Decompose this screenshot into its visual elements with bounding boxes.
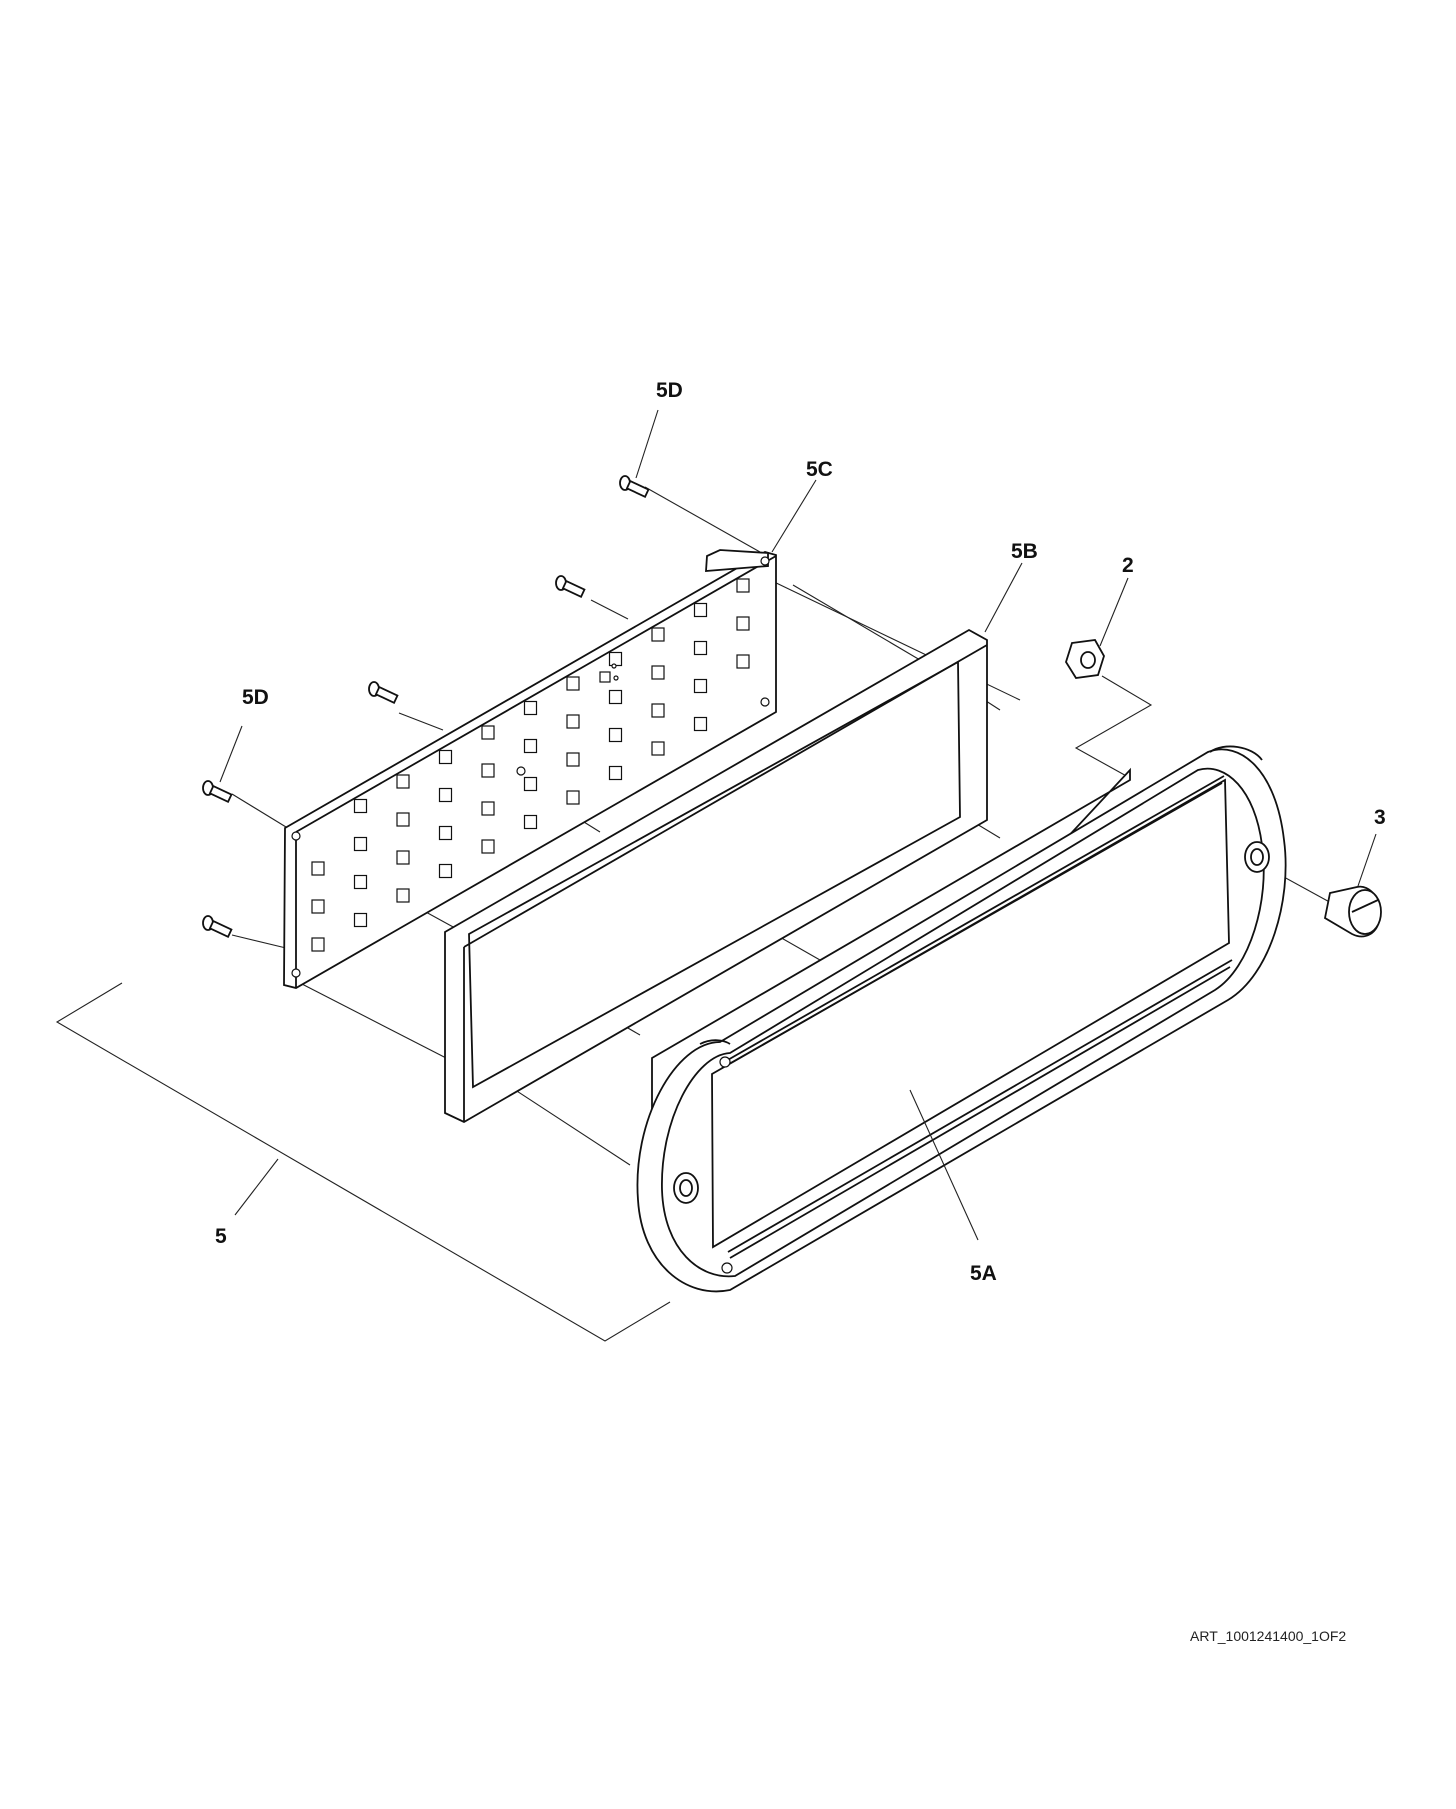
led-chip	[651, 627, 665, 642]
led-grid	[311, 578, 750, 952]
led-chip	[736, 578, 750, 593]
led-chip	[651, 665, 665, 680]
led-chip	[481, 801, 495, 816]
callout-5a: 5A	[970, 1262, 997, 1285]
led-chip	[438, 787, 453, 803]
lens-housing-5a	[636, 745, 1287, 1293]
callout-3: 3	[1374, 806, 1386, 829]
led-chip	[311, 937, 325, 952]
callout-5: 5	[215, 1225, 227, 1248]
led-chip	[566, 714, 580, 729]
art-id-label: ART_1001241400_1OF2	[1190, 1628, 1346, 1644]
led-chip	[566, 676, 580, 691]
screw-3	[1323, 833, 1382, 938]
led-chip	[353, 836, 368, 852]
led-chip	[481, 763, 495, 778]
callout-5d-left: 5D	[242, 686, 269, 709]
led-chip	[693, 640, 708, 656]
screw-5d-c	[368, 681, 399, 704]
led-chip	[396, 774, 410, 789]
screw-5d-e	[202, 915, 233, 938]
assembly-bracket	[55, 982, 671, 1342]
callout-5b: 5B	[1011, 540, 1038, 563]
led-chip	[651, 703, 665, 718]
gasket-5b	[444, 628, 988, 1124]
led-chip	[523, 814, 538, 830]
led-chip	[608, 727, 623, 743]
led-chip	[311, 861, 325, 876]
led-chip	[481, 725, 495, 740]
led-chip	[693, 716, 708, 732]
led-chip	[523, 700, 538, 716]
led-chip	[651, 741, 665, 756]
led-chip	[693, 602, 708, 618]
led-chip	[523, 776, 538, 792]
led-chip	[566, 752, 580, 767]
led-chip	[481, 839, 495, 854]
led-chip	[608, 689, 623, 705]
led-chip	[353, 912, 368, 928]
led-chip	[396, 850, 410, 865]
hex-nut-2	[1065, 577, 1129, 679]
led-chip	[523, 738, 538, 754]
led-chip	[736, 616, 750, 631]
callout-5c: 5C	[806, 458, 833, 481]
led-chip	[353, 874, 368, 890]
led-chip	[438, 825, 453, 841]
screw-5d-a	[619, 475, 650, 498]
screw-5d-b	[555, 575, 586, 598]
led-chip	[608, 765, 623, 781]
led-chip	[608, 651, 623, 667]
led-chip	[736, 654, 750, 669]
callout-2: 2	[1122, 554, 1134, 577]
led-chip	[396, 888, 410, 903]
screws-5d	[202, 409, 659, 938]
led-chip	[438, 749, 453, 765]
led-chip	[396, 812, 410, 827]
callout-5d-top: 5D	[656, 379, 683, 402]
led-chip	[438, 863, 453, 879]
circuit-board-5c	[283, 549, 777, 989]
led-chip	[311, 899, 325, 914]
screw-5d-d	[202, 780, 233, 803]
led-chip	[353, 798, 368, 814]
led-chip	[566, 790, 580, 805]
led-chip	[693, 678, 708, 694]
